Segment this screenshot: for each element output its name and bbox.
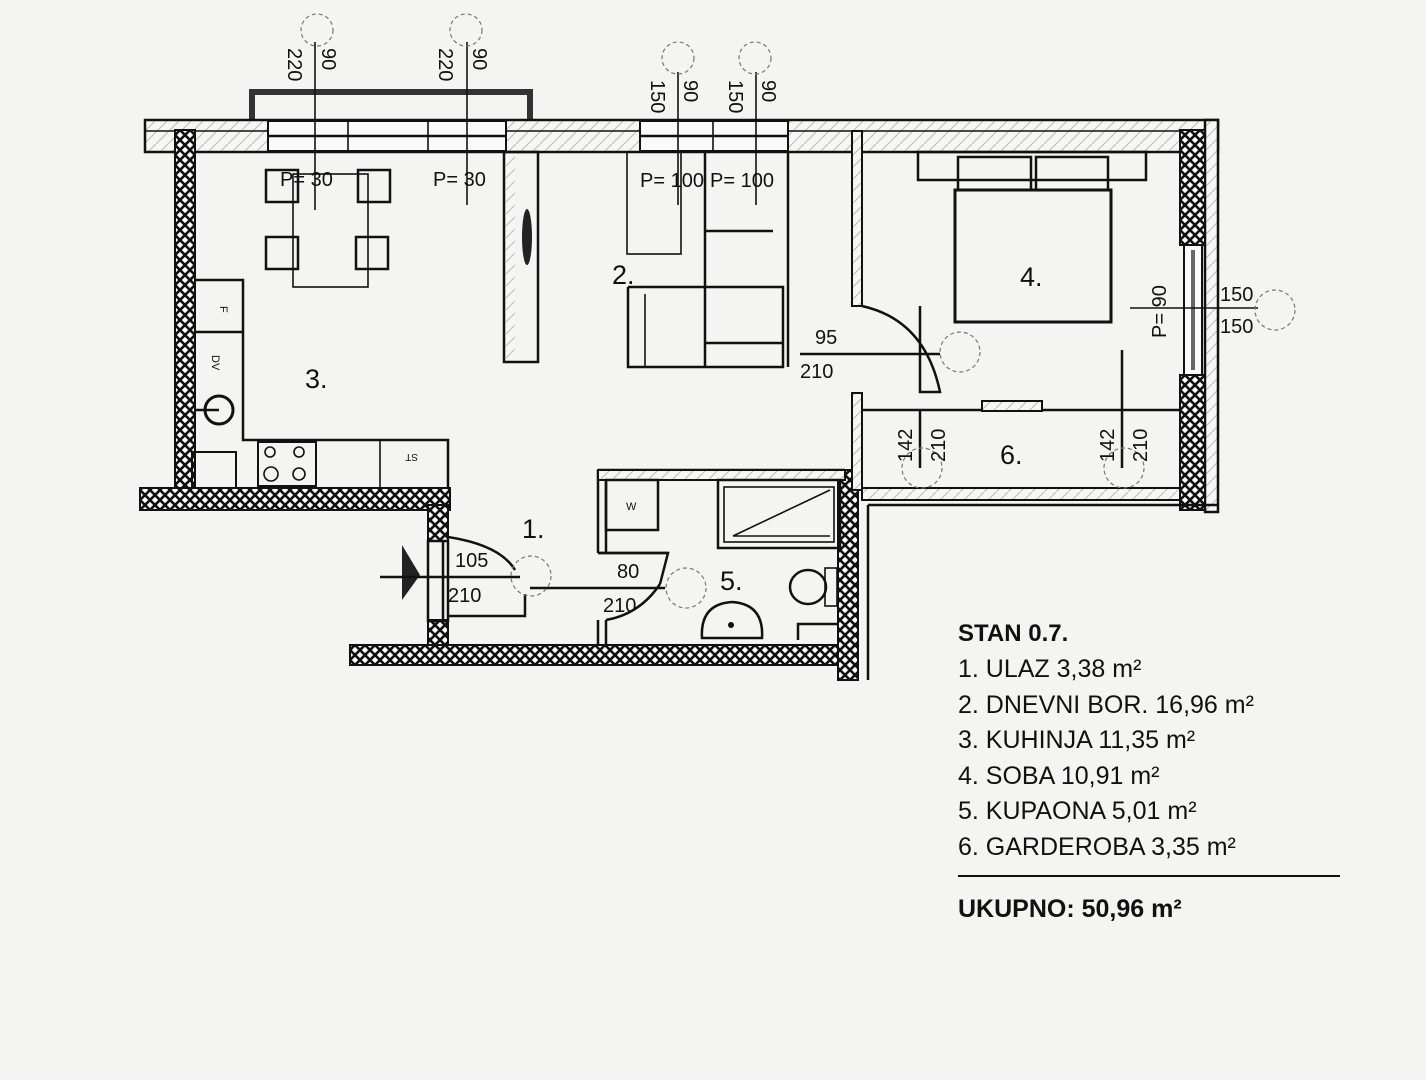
legend-item: 6. GARDEROBA 3,35 m² (958, 832, 1236, 861)
window-5-height: 150 (1220, 316, 1253, 338)
bottom-wall (349, 644, 846, 666)
bedroom-partition-top (851, 130, 863, 307)
window-1-height: 220 (283, 48, 305, 81)
room-5-label: 5. (720, 566, 743, 596)
room-4-label: 4. (1020, 262, 1043, 292)
window-4-width: 90 (757, 80, 779, 102)
legend-divider (958, 875, 1340, 877)
door-3-height: 210 (800, 361, 833, 383)
right-wall-top (1179, 129, 1206, 246)
washer-label: W (626, 501, 637, 513)
window-5-width: 150 (1220, 284, 1253, 306)
wardrobe-rail (981, 400, 1043, 412)
door-2-width: 80 (617, 561, 639, 583)
legend-item: 1. ULAZ 3,38 m² (958, 655, 1142, 683)
door-2-height: 210 (603, 595, 636, 617)
sofa (626, 151, 790, 369)
bathroom-fixtures (604, 478, 842, 640)
window-2-width: 90 (468, 48, 490, 70)
left-wall (174, 129, 196, 506)
door-4-width: 142 (895, 429, 917, 462)
legend-item: 2. DNEVNI BOR. 16,96 m² (958, 690, 1254, 719)
window-3-height: 150 (646, 80, 668, 113)
window-2-parapet: P= 30 (433, 169, 486, 191)
room-6-label: 6. (1000, 440, 1023, 470)
door-3-width: 95 (815, 327, 837, 349)
bathroom-right-wall (837, 469, 859, 681)
door-5-width: 142 (1097, 429, 1119, 462)
oven-label: ST (405, 451, 418, 462)
kitchen-bottom-wall (139, 487, 451, 511)
window-1-parapet: P= 30 (280, 169, 333, 191)
area-legend: STAN 0.7. 1. ULAZ 3,38 m² 2. DNEVNI BOR.… (958, 620, 1340, 924)
window-callouts (300, 13, 1296, 609)
room-2-label: 2. (612, 260, 635, 290)
room-1-label: 1. (522, 514, 545, 544)
door-1-height: 210 (448, 585, 481, 607)
window-3-width: 90 (679, 80, 701, 102)
window-1-width: 90 (317, 48, 339, 70)
fridge-label: F (217, 306, 229, 313)
balcony-outline (249, 89, 533, 120)
entrance-arrow-icon (402, 545, 420, 600)
door-5-height: 210 (1130, 429, 1152, 462)
entry-wall-top (427, 504, 449, 542)
legend-total: UKUPNO: 50,96 m² (958, 895, 1182, 923)
wardrobe-bottom-wall (861, 487, 1181, 501)
right-facade-wall (1203, 118, 1220, 514)
window-4-parapet: P= 100 (710, 170, 774, 192)
legend-title: STAN 0.7. (958, 620, 1069, 647)
window-4-height: 150 (724, 80, 746, 113)
window-3-parapet: P= 100 (640, 170, 704, 192)
room-divider (502, 150, 540, 364)
legend-item: 4. SOBA 10,91 m² (958, 761, 1160, 790)
entrance-door (380, 535, 527, 623)
room-3-label: 3. (305, 364, 328, 394)
door-1-width: 105 (455, 550, 488, 572)
bedroom-partition-bottom (851, 392, 863, 491)
window-5-parapet: P= 90 (1149, 285, 1171, 338)
kitchen-counter (191, 278, 450, 489)
window-2-height: 220 (434, 48, 456, 81)
right-wall-bottom (1179, 374, 1206, 511)
dishwasher-label: DV (209, 355, 221, 371)
bed (916, 150, 1148, 324)
dining-table (264, 168, 392, 288)
legend-item: 5. KUPAONA 5,01 m² (958, 797, 1197, 825)
door-4-height: 210 (928, 429, 950, 462)
legend-item: 3. KUHINJA 11,35 m² (958, 726, 1196, 754)
